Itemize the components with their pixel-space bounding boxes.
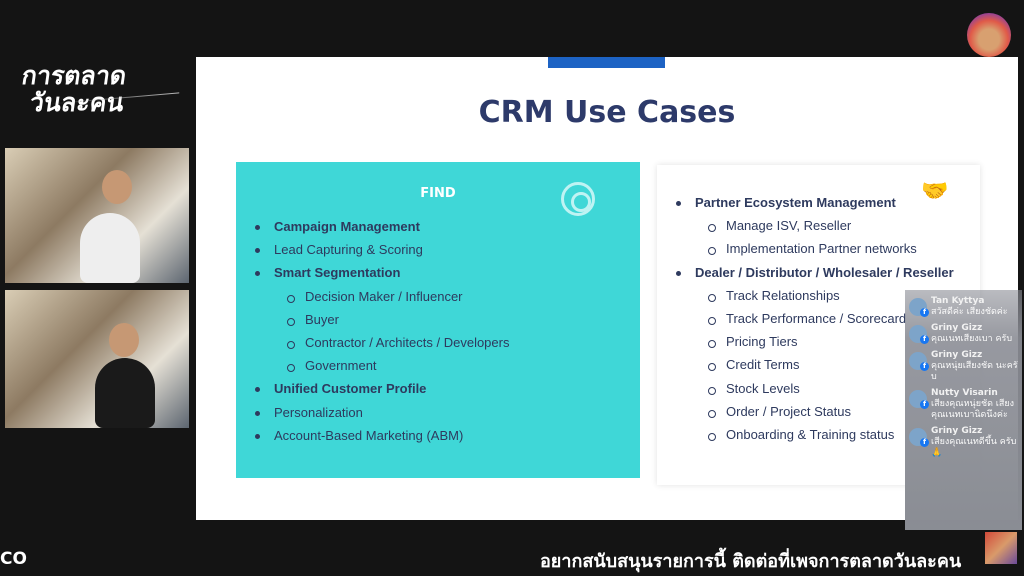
list-item: Lead Capturing & Scoring <box>254 242 509 265</box>
list-item: Partner Ecosystem Management <box>676 195 954 218</box>
commenter-name: Tan Kyttya <box>931 296 985 306</box>
list-item: Smart Segmentation <box>254 265 509 288</box>
list-item: Government <box>274 358 509 381</box>
list-item: Pricing Tiers <box>695 334 954 357</box>
ticker-text: อยากสนับสนุนรายการนี้ ติดต่อที่เพจการตลา… <box>540 551 962 572</box>
logo-line-2: วันละคน <box>28 88 126 117</box>
webcam-host-1 <box>5 148 189 283</box>
facebook-icon: f <box>920 400 929 409</box>
comment-text: คุณเนทเสียงเบา ครับ <box>931 334 1013 344</box>
slide-title: CRM Use Cases <box>478 95 736 130</box>
person-head <box>109 323 139 357</box>
list-item: Personalization <box>254 405 509 428</box>
sponsor-thumbnail <box>985 532 1017 564</box>
commenter-name: Griny Gizz <box>931 323 983 333</box>
avatar <box>967 13 1011 57</box>
person <box>80 213 140 283</box>
list-item: Contractor / Architects / Developers <box>274 335 509 358</box>
comment-text: คุณหนุ่ยเสียงชัด นะครับ <box>931 361 1018 382</box>
person-head <box>102 170 132 204</box>
list-item: Account-Based Marketing (ABM) <box>254 428 509 451</box>
list-item: Track Performance / Scorecard <box>695 311 954 334</box>
list-item: Order / Project Status <box>695 404 954 427</box>
list-item: Onboarding & Training status <box>695 427 954 450</box>
list-item: Credit Terms <box>695 357 954 380</box>
list-item: Buyer <box>274 312 509 335</box>
list-item: Implementation Partner networks <box>695 241 954 264</box>
find-heading: FIND <box>420 186 456 201</box>
list-item: Manage ISV, Reseller <box>695 218 954 241</box>
facebook-icon: f <box>920 335 929 344</box>
commenter-name: Nutty Visarin <box>931 388 998 398</box>
list-item: Unified Customer Profile <box>254 381 509 404</box>
person <box>95 358 155 428</box>
slide-tab-accent <box>548 57 665 68</box>
facebook-icon: f <box>920 308 929 317</box>
comment-text: สวัสดีค่ะ เสียงชัดค่ะ <box>931 307 1008 317</box>
webcam-host-2 <box>5 290 189 428</box>
list-item: Stock Levels <box>695 381 954 404</box>
show-logo: การตลาด วันละคน <box>16 61 184 117</box>
list-item: Track Relationships <box>695 288 954 311</box>
target-icon <box>561 182 595 216</box>
commenter-name: Griny Gizz <box>931 350 983 360</box>
comment-text: เสียงคุณหนุ่ยชัด เสียงคุณเนทเบานิดนึงค่ะ <box>931 399 1015 420</box>
list-item: Decision Maker / Influencer <box>274 289 509 312</box>
logo-line-1: การตลาด <box>19 61 129 90</box>
facebook-icon: f <box>920 438 929 447</box>
handshake-icon: 🤝 <box>921 179 949 204</box>
comment-text: เสียงคุณเนทดีขึ้น ครับ 🙏 <box>931 437 1017 458</box>
commenter-name: Griny Gizz <box>931 426 983 436</box>
list-item: Campaign Management <box>254 219 509 242</box>
ticker-left-text: CO <box>0 549 27 569</box>
facebook-icon: f <box>920 362 929 371</box>
list-item: Dealer / Distributor / Wholesaler / Rese… <box>676 265 954 288</box>
